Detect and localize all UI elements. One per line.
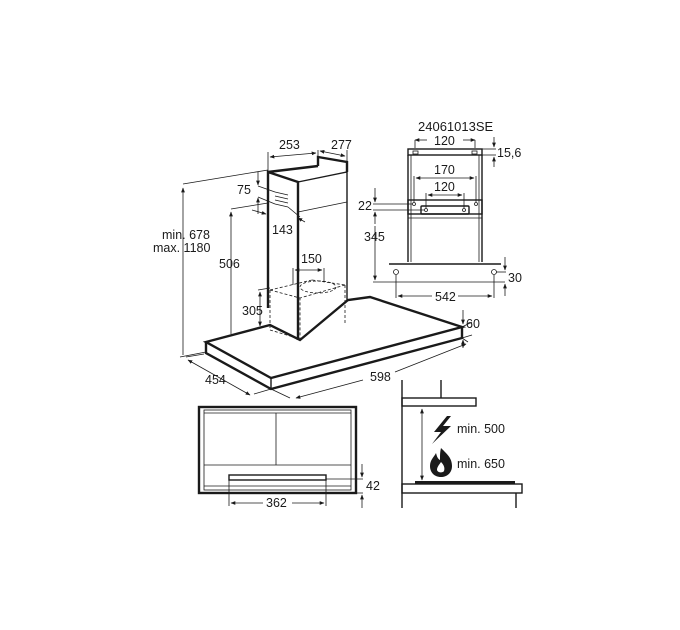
clearance-view: min. 500 min. 650 (401, 380, 523, 508)
dim-top-hole-offset: 15,6 (497, 146, 521, 160)
dim-duct-diameter: 150 (301, 252, 322, 266)
clearance-gas-label: min. 650 (457, 457, 505, 471)
vent-slots-icon (274, 191, 289, 208)
bracket-view: 120 15,6 170 120 22 345 30 (358, 134, 522, 304)
dim-chimney-height: 506 (219, 257, 240, 271)
chimney (266, 155, 349, 340)
dim-chimney-depth: 277 (331, 138, 352, 152)
dim-height-max: max. 1180 (153, 241, 210, 255)
dim-chimney-width: 253 (279, 138, 300, 152)
filter-box (269, 279, 346, 340)
dim-vent-offset: 75 (237, 183, 251, 197)
dim-canopy-width: 598 (370, 370, 391, 384)
bottom-view: 362 42 (197, 405, 380, 510)
dim-filter-offset: 42 (366, 479, 380, 493)
dim-top-hole-spacing: 120 (434, 134, 455, 148)
dim-filter-height: 305 (242, 304, 263, 318)
dim-bottom-hole-offset: 30 (508, 271, 522, 285)
dim-bracket-height: 345 (364, 230, 385, 244)
dim-bracket-outer: 170 (434, 163, 455, 177)
flame-icon (430, 448, 452, 477)
dim-bottom-hole-spacing: 542 (435, 290, 456, 304)
dim-vent-depth: 143 (272, 223, 293, 237)
lightning-icon (432, 416, 451, 444)
clearance-electric-label: min. 500 (457, 422, 505, 436)
dim-canopy-thickness: 60 (466, 317, 480, 331)
dim-filter-width: 362 (266, 496, 287, 510)
dim-canopy-depth: 454 (205, 373, 226, 387)
drawing-code: 24061013SE (418, 119, 494, 134)
dim-height-min: min. 678 (162, 228, 210, 242)
dim-bracket-inner: 120 (434, 180, 455, 194)
main-hood-view: 253 277 75 143 min. 678 max. 1180 506 15… (153, 138, 480, 399)
dim-bracket-offset: 22 (358, 199, 372, 213)
